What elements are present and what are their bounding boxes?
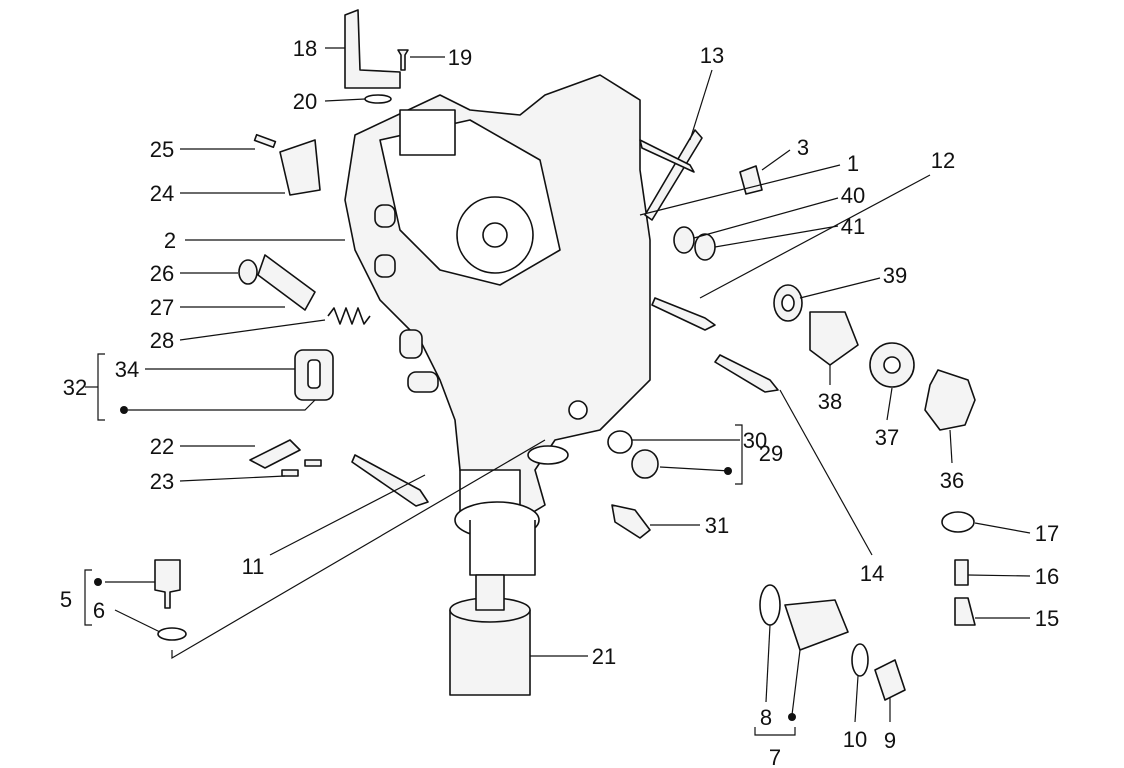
- leader-line-14: [779, 389, 873, 556]
- leader-29-dot: [659, 466, 731, 472]
- callout-24: 24: [150, 181, 174, 206]
- callout-18: 18: [293, 36, 317, 61]
- callout-38: 38: [818, 389, 842, 414]
- leader-line-12: [699, 174, 931, 299]
- callout-13: 13: [700, 43, 724, 68]
- leader-line-37: [886, 387, 893, 421]
- callout-9: 9: [884, 728, 896, 753]
- callout-7: 7: [769, 745, 781, 768]
- callout-22: 22: [150, 434, 174, 459]
- sensor-housing: [399, 109, 456, 156]
- callout-5: 5: [60, 587, 72, 612]
- callout-36: 36: [940, 468, 964, 493]
- callout-23: 23: [150, 469, 174, 494]
- callout-25: 25: [150, 137, 174, 162]
- callout-40: 40: [841, 183, 865, 208]
- part-38-seal: [809, 311, 859, 366]
- callout-26: 26: [150, 261, 174, 286]
- callout-28: 28: [150, 328, 174, 353]
- bracket-29: [735, 424, 743, 485]
- part-36-impeller: [924, 369, 976, 431]
- leader-line-17: [974, 522, 1031, 534]
- callout-32: 32: [63, 375, 87, 400]
- leader-line-23: [179, 475, 286, 482]
- leader-line-11: [269, 474, 426, 556]
- part-7-strainer: [784, 599, 849, 651]
- leader-line-6: [114, 609, 161, 633]
- callout-31: 31: [705, 513, 729, 538]
- leader-line-28: [179, 319, 326, 341]
- kit-marker-dot: [788, 713, 796, 721]
- leader-line-41: [714, 225, 839, 248]
- leader-line-1: [639, 164, 841, 216]
- kit-marker-dot: [120, 406, 128, 414]
- callout-6: 6: [93, 598, 105, 623]
- callout-41: 41: [841, 214, 865, 239]
- callout-21: 21: [592, 644, 616, 669]
- leader-7-dot: [791, 649, 801, 716]
- callout-17: 17: [1035, 521, 1059, 546]
- callout-11: 11: [242, 554, 265, 579]
- leader-32-dot: [128, 399, 316, 411]
- callout-34: 34: [115, 357, 139, 382]
- leader-line-40: [693, 197, 839, 239]
- part-18-pipe: [344, 9, 401, 89]
- callout-27: 27: [150, 295, 174, 320]
- callout-10: 10: [843, 727, 867, 752]
- leader-line-13: [689, 69, 713, 141]
- callout-1: 1: [847, 151, 859, 176]
- leader-casing-ring: [171, 439, 546, 660]
- kit-marker-dot: [724, 467, 732, 475]
- part-24-bracket: [279, 139, 321, 196]
- callout-20: 20: [293, 89, 317, 114]
- callout-2: 2: [164, 228, 176, 253]
- bracket-5: [84, 569, 92, 626]
- callout-12: 12: [931, 148, 955, 173]
- callout-16: 16: [1035, 564, 1059, 589]
- callout-14: 14: [860, 561, 884, 586]
- callout-15: 15: [1035, 606, 1059, 631]
- callout-37: 37: [875, 425, 899, 450]
- part-27-piston: [257, 254, 316, 311]
- kit-marker-dot: [94, 578, 102, 586]
- leader-line-16: [967, 574, 1031, 577]
- leader-line-39: [799, 277, 881, 299]
- callout-39: 39: [883, 263, 907, 288]
- callout-29: 29: [759, 441, 783, 466]
- leader-line-8: [765, 624, 771, 703]
- callout-8: 8: [760, 705, 772, 730]
- bracket-7: [754, 727, 796, 736]
- callout-30: 30: [743, 428, 767, 453]
- bracket-32: [97, 353, 105, 421]
- leader-line-20: [324, 98, 366, 102]
- leader-line-10: [854, 675, 859, 723]
- callout-3: 3: [797, 135, 809, 160]
- leader-line-3: [761, 149, 791, 171]
- callout-19: 19: [448, 45, 472, 70]
- leader-line-36: [949, 429, 953, 464]
